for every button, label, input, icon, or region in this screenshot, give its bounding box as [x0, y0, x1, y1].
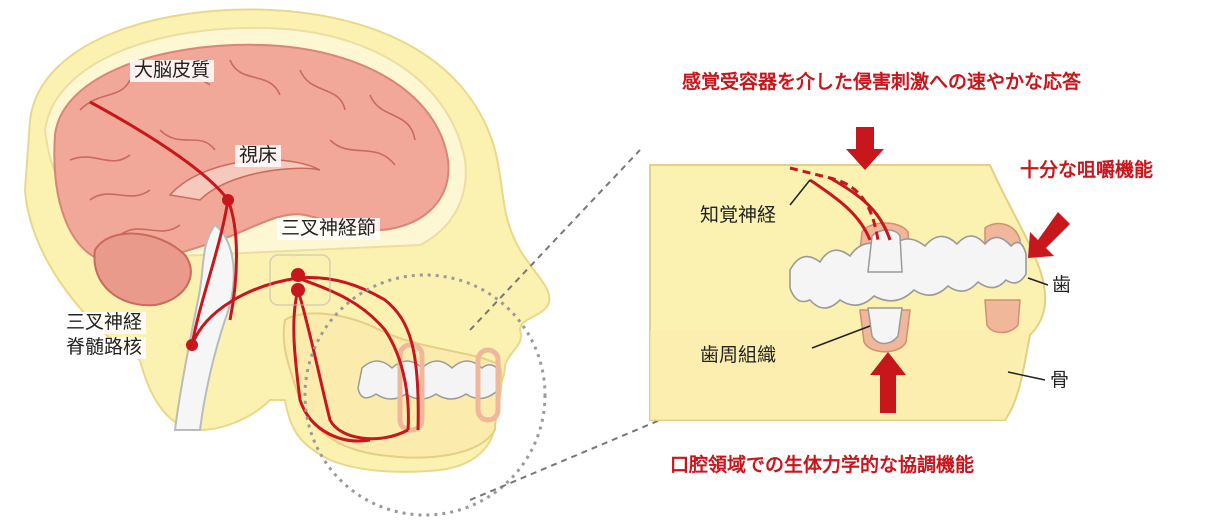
connector-bottom	[470, 420, 660, 500]
label-sensory-nerve: 知覚神経	[700, 205, 776, 227]
head-illustration	[25, 10, 549, 472]
label-bone: 骨	[1050, 370, 1069, 392]
detail-illustration	[650, 127, 1070, 420]
label-trigeminal-ganglion: 三叉神経節	[277, 218, 380, 240]
label-tooth: 歯	[1052, 275, 1071, 297]
annotation-bottom: 口腔領域での生体力学的な協調機能	[670, 455, 974, 477]
label-spinal-nucleus-1: 三叉神経	[62, 312, 146, 334]
label-cerebral-cortex: 大脳皮質	[130, 60, 214, 82]
label-periodontal-tissue: 歯周組織	[700, 345, 776, 367]
annotation-right: 十分な咀嚼機能	[1020, 160, 1153, 182]
annotation-top: 感覚受容器を介した侵害刺激への速やかな応答	[682, 72, 1081, 94]
label-thalamus: 視床	[235, 145, 281, 167]
label-spinal-nucleus-2: 脊髄路核	[62, 337, 146, 359]
